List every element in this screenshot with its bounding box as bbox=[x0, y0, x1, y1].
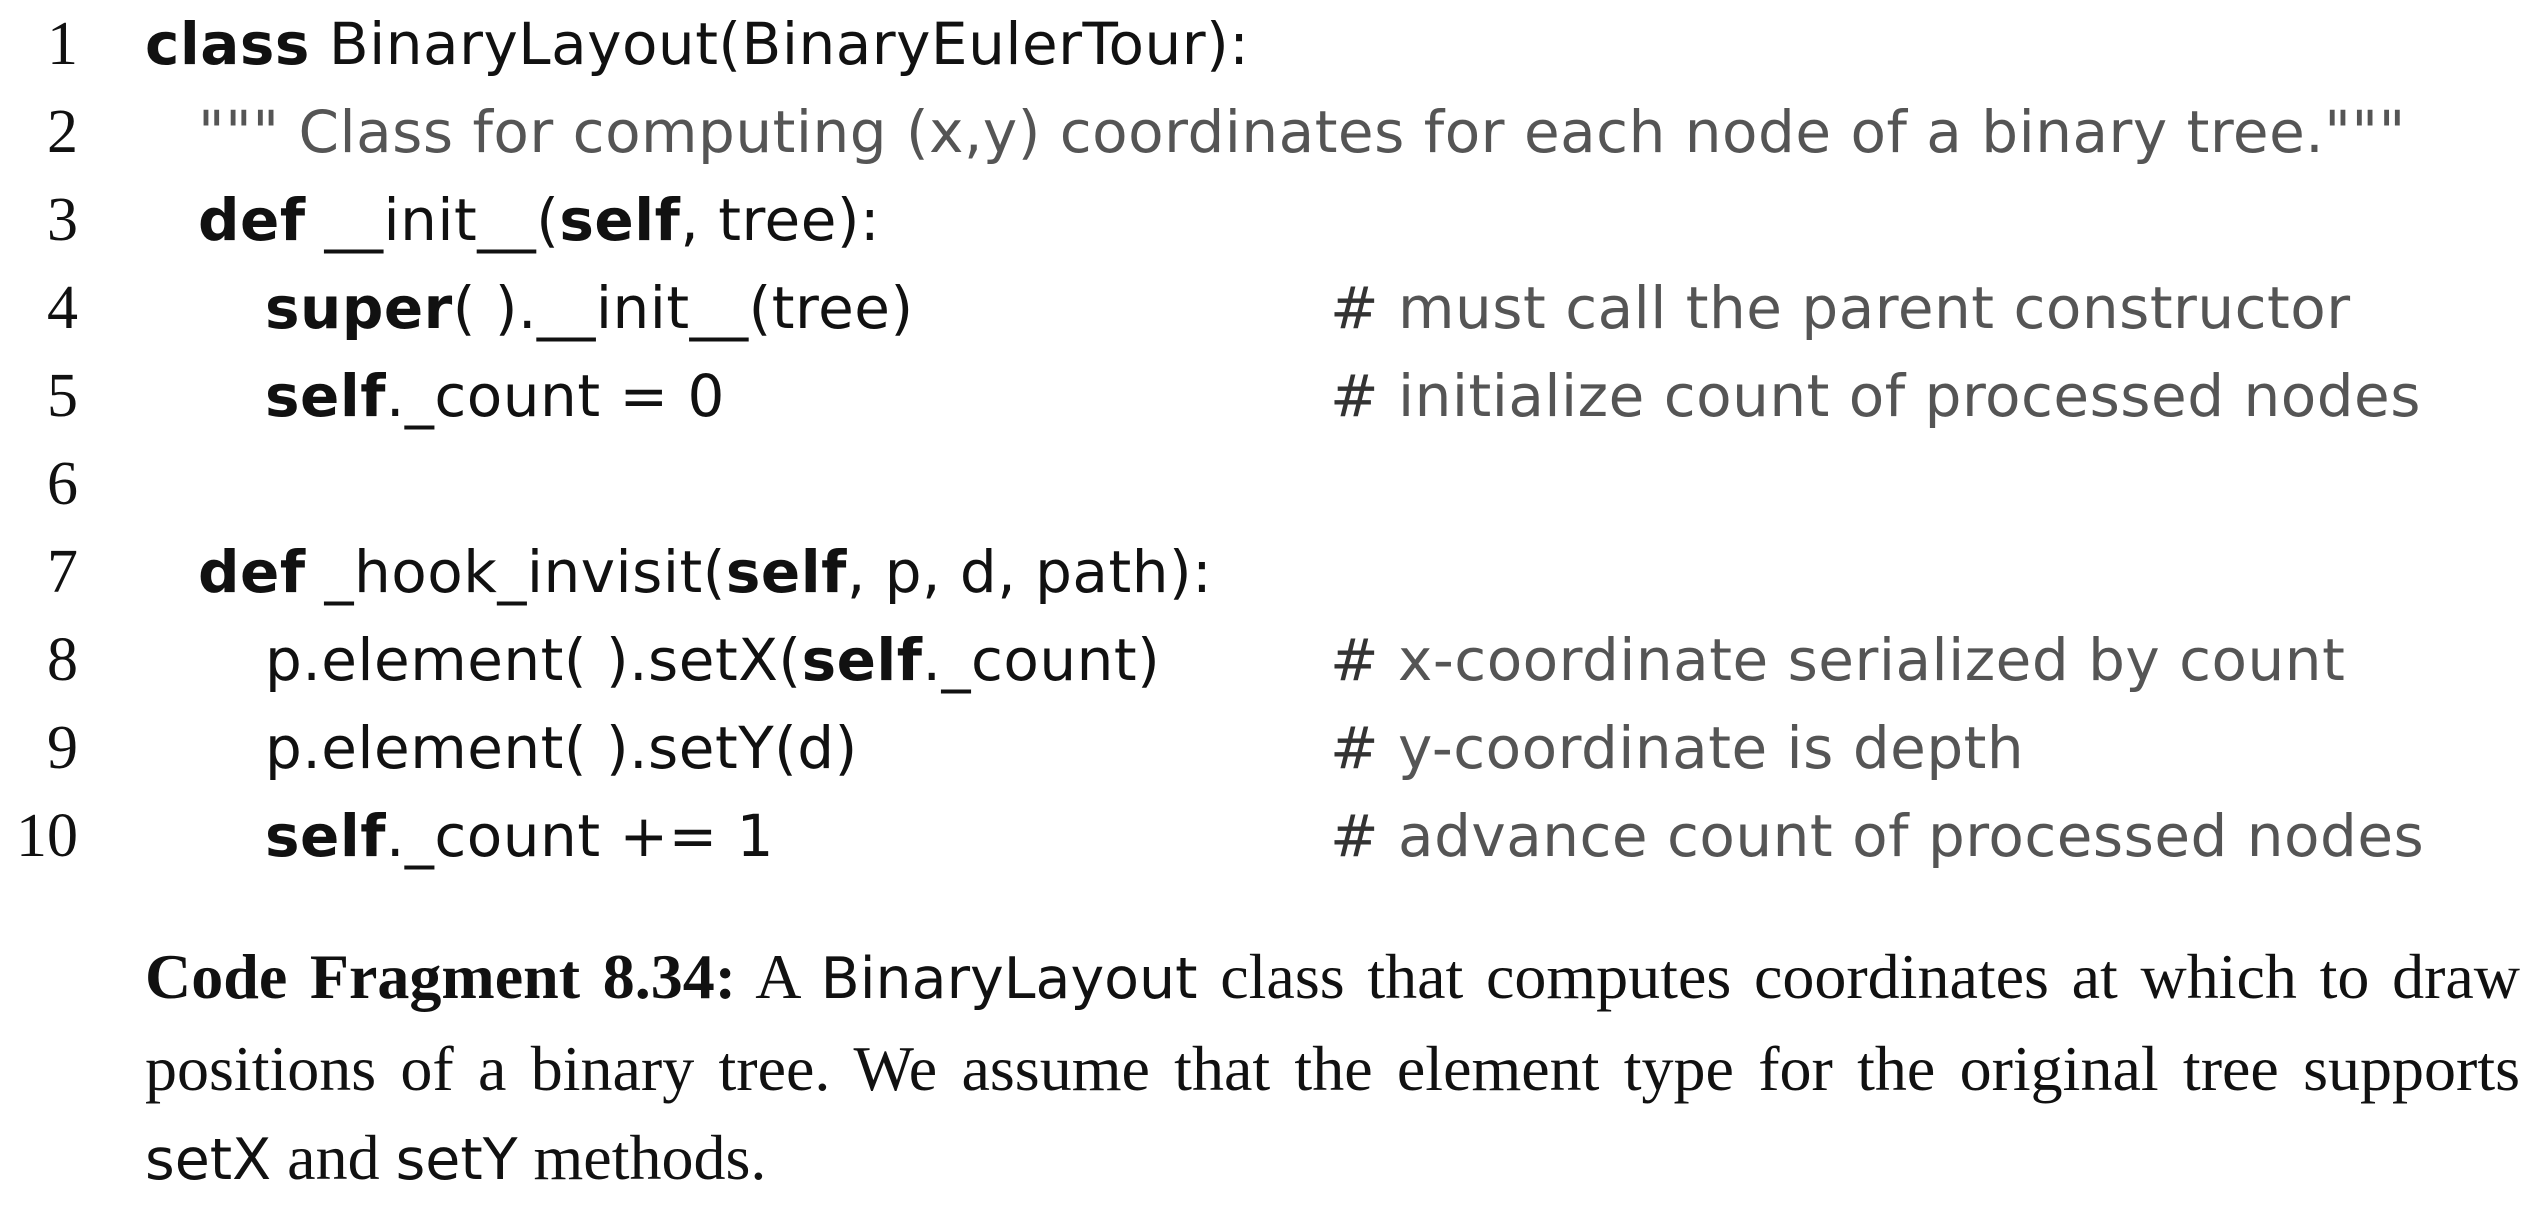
docstring: """ Class for computing (x,y) coordinate… bbox=[198, 98, 2406, 166]
line-number: 1 bbox=[47, 10, 78, 78]
code-line: 10 self._count += 1 # advance count of p… bbox=[0, 792, 2526, 880]
code-segment: ._count) bbox=[922, 626, 1161, 694]
code-line: 9 p.element( ).setY(d) # y-coordinate is… bbox=[0, 704, 2526, 792]
code-segment: ._count = 0 bbox=[385, 362, 725, 430]
comment-marker: # bbox=[1330, 714, 1380, 782]
comment-marker: # bbox=[1330, 274, 1380, 342]
code-text: self._count = 0 bbox=[265, 352, 725, 440]
caption-code-term: BinaryLayout bbox=[820, 946, 1198, 1012]
code-segment: ( ).__init__(tree) bbox=[452, 274, 914, 342]
keyword: class bbox=[145, 10, 310, 78]
keyword: super bbox=[265, 274, 453, 342]
line-number: 7 bbox=[47, 538, 78, 606]
code-segment: p.element( ).setX( bbox=[265, 626, 802, 694]
code-line: 1 class BinaryLayout(BinaryEulerTour): bbox=[0, 0, 2526, 88]
code-line: 3 def __init__(self, tree): bbox=[0, 176, 2526, 264]
line-number: 10 bbox=[16, 802, 78, 870]
code-caption: Code Fragment 8.34: A BinaryLayout class… bbox=[145, 932, 2520, 1205]
keyword-self: self bbox=[801, 626, 923, 694]
code-text: def __init__(self, tree): bbox=[198, 176, 880, 264]
code-segment: _hook_invisit( bbox=[305, 538, 726, 606]
code-line: 6 bbox=[0, 440, 2526, 528]
comment-text: y-coordinate is depth bbox=[1398, 714, 2025, 782]
code-text: class BinaryLayout(BinaryEulerTour): bbox=[145, 0, 1249, 88]
code-line: 4 super( ).__init__(tree) # must call th… bbox=[0, 264, 2526, 352]
code-comment: # y-coordinate is depth bbox=[1330, 704, 2024, 792]
keyword-self: self bbox=[559, 186, 681, 254]
code-text: super( ).__init__(tree) bbox=[265, 264, 914, 352]
comment-text: initialize count of processed nodes bbox=[1398, 362, 2421, 430]
code-line: 8 p.element( ).setX(self._count) # x-coo… bbox=[0, 616, 2526, 704]
caption-text: A bbox=[736, 941, 821, 1012]
code-line: 5 self._count = 0 # initialize count of … bbox=[0, 352, 2526, 440]
code-line: 7 def _hook_invisit(self, p, d, path): bbox=[0, 528, 2526, 616]
caption-text: class that computes coordinates at which… bbox=[145, 941, 2521, 1104]
line-number: 2 bbox=[47, 98, 78, 166]
code-text: def _hook_invisit(self, p, d, path): bbox=[198, 528, 1212, 616]
keyword: def bbox=[198, 538, 306, 606]
code-comment: # must call the parent constructor bbox=[1330, 264, 2351, 352]
keyword-self: self bbox=[725, 538, 847, 606]
code-text: p.element( ).setY(d) bbox=[265, 704, 858, 792]
code-text: self._count += 1 bbox=[265, 792, 774, 880]
caption-text: and bbox=[271, 1122, 396, 1193]
code-text: """ Class for computing (x,y) coordinate… bbox=[198, 88, 2406, 176]
code-segment: , p, d, path): bbox=[846, 538, 1213, 606]
code-text: p.element( ).setX(self._count) bbox=[265, 616, 1160, 704]
line-number: 3 bbox=[47, 186, 78, 254]
code-segment: __init__( bbox=[305, 186, 560, 254]
caption-text: methods. bbox=[517, 1122, 767, 1193]
code-line: 2 """ Class for computing (x,y) coordina… bbox=[0, 88, 2526, 176]
line-number: 5 bbox=[47, 362, 78, 430]
comment-text: x-coordinate serialized by count bbox=[1398, 626, 2346, 694]
code-segment: p.element( ).setY(d) bbox=[265, 714, 858, 782]
code-comment: # x-coordinate serialized by count bbox=[1330, 616, 2345, 704]
comment-marker: # bbox=[1330, 362, 1380, 430]
caption-code-term: setX bbox=[145, 1127, 272, 1193]
keyword: def bbox=[198, 186, 306, 254]
comment-text: must call the parent constructor bbox=[1398, 274, 2351, 342]
code-segment: , tree): bbox=[680, 186, 881, 254]
line-number: 6 bbox=[47, 450, 78, 518]
comment-marker: # bbox=[1330, 802, 1380, 870]
keyword-self: self bbox=[265, 362, 386, 430]
caption-code-term: setY bbox=[395, 1127, 518, 1193]
line-number: 8 bbox=[47, 626, 78, 694]
keyword-self: self bbox=[265, 802, 386, 870]
code-comment: # initialize count of processed nodes bbox=[1330, 352, 2421, 440]
code-segment: BinaryLayout(BinaryEulerTour): bbox=[309, 10, 1250, 78]
line-number: 4 bbox=[47, 274, 78, 342]
caption-label: Code Fragment 8.34: bbox=[145, 941, 737, 1012]
comment-marker: # bbox=[1330, 626, 1380, 694]
comment-text: advance count of processed nodes bbox=[1398, 802, 2425, 870]
code-segment: ._count += 1 bbox=[385, 802, 775, 870]
code-comment: # advance count of processed nodes bbox=[1330, 792, 2424, 880]
line-number: 9 bbox=[47, 714, 78, 782]
